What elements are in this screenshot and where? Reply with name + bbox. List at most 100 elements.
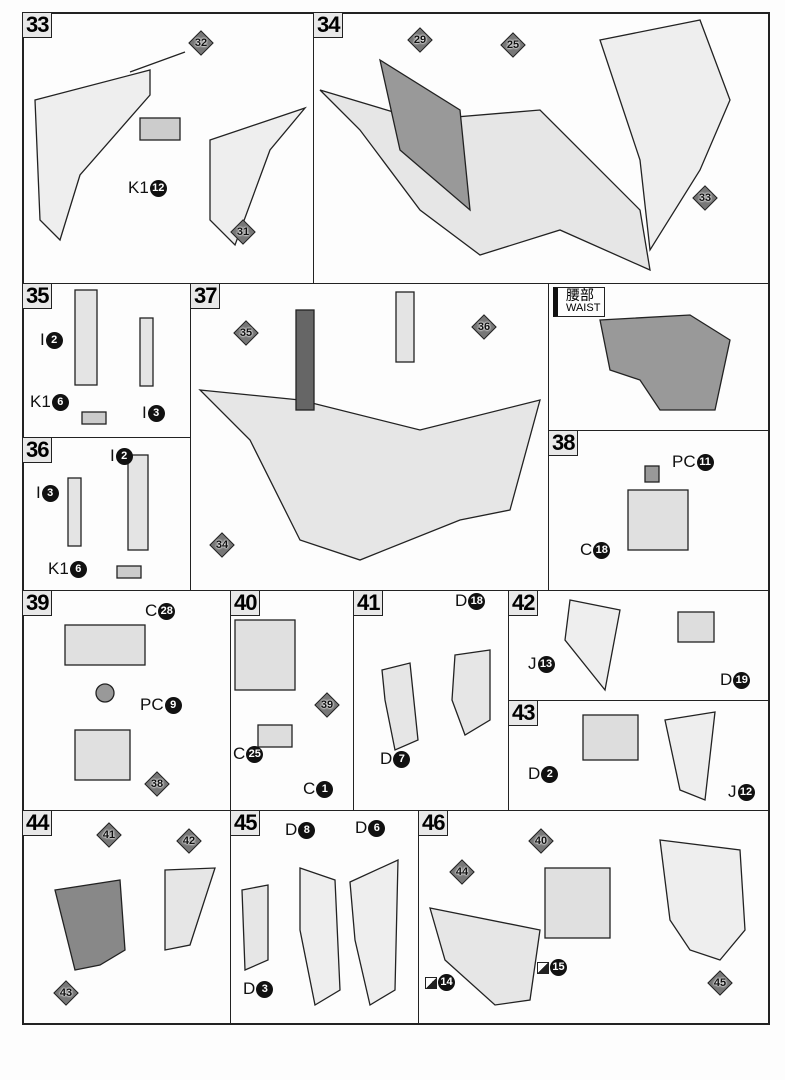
part-runner: C	[145, 601, 158, 620]
sticker-icon	[425, 976, 437, 989]
step-46-panel: 46	[418, 810, 770, 1025]
skirt-assembly-44	[429, 907, 541, 1006]
part-runner: I	[36, 483, 41, 502]
subassembly-callout: 35	[235, 322, 257, 344]
step-number: 37	[190, 283, 221, 309]
waist-block-c18	[627, 489, 689, 551]
part-number: 8	[298, 821, 316, 839]
pole-part-i2	[127, 454, 149, 551]
step-number: 40	[230, 590, 261, 616]
subassembly-callout: 25	[502, 34, 524, 56]
part-number: 7	[393, 750, 411, 768]
waist-40	[544, 867, 611, 939]
part-number: 25	[246, 745, 264, 763]
part-runner: I	[142, 403, 147, 422]
part-number: 19	[733, 671, 751, 689]
callout-number: 44	[455, 866, 469, 878]
part-number: 1	[316, 780, 334, 798]
part-number: 9	[164, 696, 182, 714]
part-d3	[241, 884, 269, 971]
part-runner: D	[528, 764, 541, 783]
part-number: 14	[438, 974, 455, 991]
part-number: 28	[158, 602, 176, 620]
callout-number: 25	[506, 39, 520, 51]
step-number: 33	[22, 12, 53, 38]
subassembly-callout: 36	[473, 316, 495, 338]
block-c28	[64, 624, 146, 666]
subassembly-callout: 34	[211, 534, 233, 556]
callout-number: 38	[150, 778, 164, 790]
step-38-panel: 38	[548, 430, 770, 591]
wing-part-31	[209, 106, 307, 247]
pole-part-i3	[67, 477, 82, 547]
pole-36	[395, 291, 415, 363]
base-part-k1	[116, 565, 142, 579]
waist-38	[74, 729, 131, 781]
part-runner: D	[355, 818, 368, 837]
callout-number: 43	[59, 987, 73, 999]
callout-number: 42	[182, 835, 196, 847]
part-runner: J	[528, 654, 537, 673]
wing-part-33-attach	[599, 19, 731, 252]
step-number: 38	[548, 430, 579, 456]
part-d2	[582, 714, 639, 761]
part-d7	[381, 662, 419, 751]
subassembly-callout: 29	[409, 29, 431, 51]
step-number: 45	[230, 810, 261, 836]
subassembly-callout: 42	[178, 830, 200, 852]
armor-right	[164, 867, 216, 951]
part-runner: D	[380, 749, 393, 768]
panel-j13	[564, 599, 621, 692]
part-number: 2	[541, 765, 559, 783]
part-runner: K1	[48, 559, 69, 578]
wing-part-33-left	[34, 69, 151, 242]
part-d8-frame	[299, 867, 341, 1007]
waist-assembly	[599, 314, 731, 411]
joint-c25	[257, 724, 293, 748]
callout-number: 32	[194, 37, 208, 49]
step-41-panel: 41	[353, 590, 509, 811]
part-number: 18	[593, 541, 611, 559]
part-runner: C	[303, 779, 316, 798]
part-runner: K1	[128, 178, 149, 197]
step-number: 46	[418, 810, 449, 836]
part-number: 3	[41, 484, 59, 502]
step-39-panel: 39	[22, 590, 231, 811]
part-runner: PC	[672, 452, 696, 471]
part-number: 12	[737, 783, 755, 801]
part-number: 3	[256, 980, 274, 998]
step-number: 39	[22, 590, 53, 616]
part-runner: D	[243, 979, 256, 998]
callout-number: 29	[413, 34, 427, 46]
step-44-panel: 44	[22, 810, 231, 1025]
step-number: 34	[313, 12, 344, 38]
part-d19	[677, 611, 715, 643]
step-number: 36	[22, 437, 53, 463]
polycap-pc9	[95, 683, 115, 703]
part-number: 12	[149, 179, 167, 197]
sticker-icon	[537, 961, 549, 974]
part-number: 6	[51, 393, 69, 411]
callout-number: 40	[534, 835, 548, 847]
step-33-panel: 33	[22, 12, 314, 284]
part-number: 18	[468, 592, 486, 610]
pole-part-i2	[74, 289, 98, 386]
part-runner: C	[233, 744, 246, 763]
callout-number: 39	[320, 699, 334, 711]
